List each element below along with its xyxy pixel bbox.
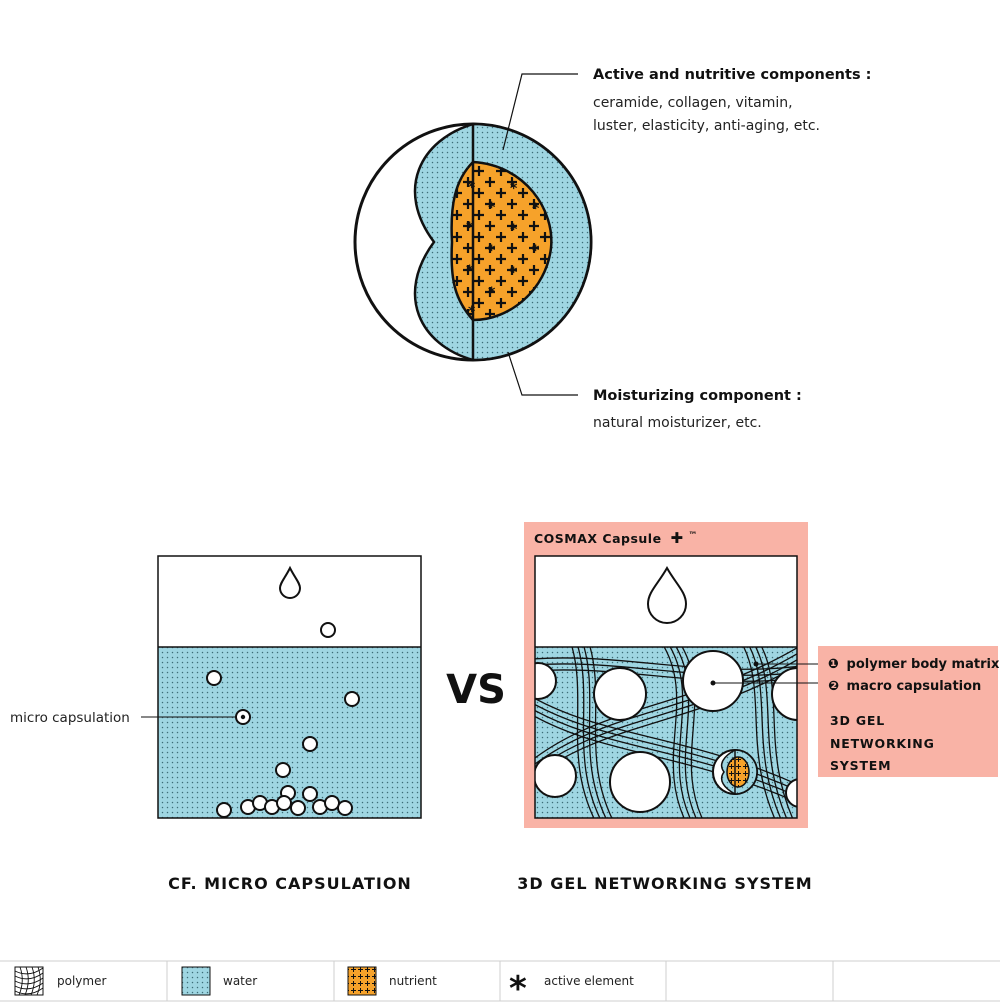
svg-text:*: *: [488, 243, 496, 259]
system-label-panel: [818, 646, 998, 777]
svg-text:*: *: [466, 220, 474, 236]
capsule-nutrient-core: [450, 160, 553, 322]
svg-text:*: *: [510, 222, 518, 238]
micro-capsulation-panel: [141, 555, 422, 819]
svg-text:*: *: [510, 265, 518, 281]
water-swatch-icon: [181, 966, 211, 996]
legend: polymer water nutrient * active element: [0, 960, 1000, 1003]
macro-capsulation-label: ❷ macro capsulation: [828, 679, 981, 694]
droplet-icon: [646, 565, 688, 624]
asterisk-icon: *: [509, 969, 527, 1003]
svg-text:*: *: [488, 200, 496, 216]
moisturizing-title: Moisturizing component :: [593, 388, 802, 404]
system-line3: SYSTEM: [830, 758, 891, 773]
cosmax-capsule-panel: [524, 522, 998, 828]
active-components-line1: ceramide, collagen, vitamin,: [593, 95, 793, 111]
polymer-matrix-label: ❶ polymer body matrix: [828, 657, 1000, 672]
gel-network-caption: 3D GEL NETWORKING SYSTEM: [517, 874, 812, 893]
micro-capsulation-callout: micro capsulation: [10, 710, 130, 726]
capsule-diagram: * * * * * * * * * * * *: [353, 73, 593, 396]
macro-capsules: [535, 650, 797, 813]
cosmax-brand-label: COSMAX Capsule ✚ ™: [534, 529, 698, 547]
legend-active-element-label: active element: [544, 974, 634, 988]
legend-polymer-label: polymer: [57, 974, 106, 988]
svg-text:*: *: [466, 263, 474, 279]
legend-water-label: water: [223, 974, 257, 988]
nutrient-swatch-icon: [347, 966, 377, 996]
svg-text:*: *: [532, 201, 540, 217]
system-line2: NETWORKING: [830, 736, 935, 751]
network-cutaway-capsule: [712, 749, 758, 795]
polymer-swatch-icon: [14, 966, 44, 996]
active-components-title: Active and nutritive components :: [593, 67, 871, 83]
active-callout-leader: [502, 73, 578, 151]
active-components-line2: luster, elasticity, anti-aging, etc.: [593, 118, 820, 134]
svg-text:*: *: [488, 285, 496, 301]
moisturizing-line1: natural moisturizer, etc.: [593, 415, 762, 431]
micro-capsulation-caption: CF. MICRO CAPSULATION: [168, 874, 412, 893]
svg-text:*: *: [532, 243, 540, 259]
droplet-icon: [278, 565, 302, 599]
moist-callout-leader: [507, 351, 578, 396]
svg-text:*: *: [510, 181, 518, 197]
vs-label: VS: [446, 667, 506, 713]
system-line1: 3D GEL: [830, 713, 885, 728]
micro-capsules: [206, 622, 360, 818]
legend-nutrient-label: nutrient: [389, 974, 437, 988]
